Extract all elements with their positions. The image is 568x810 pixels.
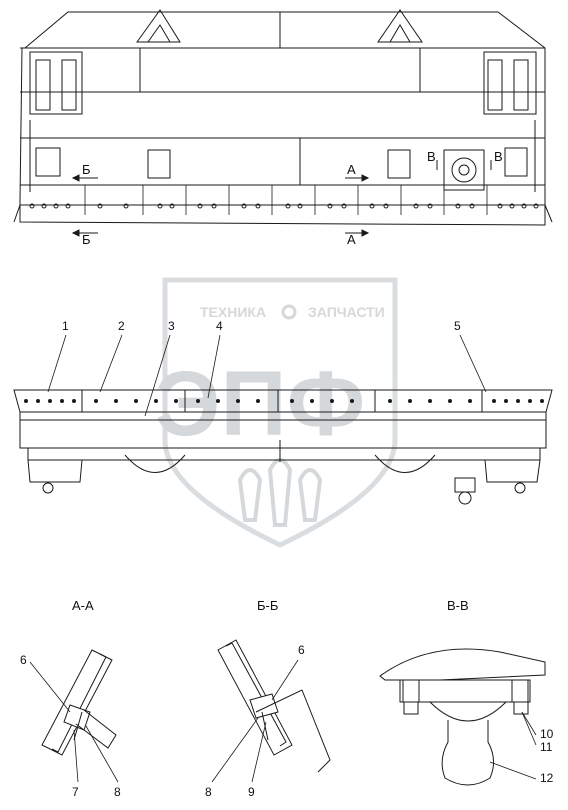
watermark: ТЕХНИКА ЗАПЧАСТИ ЭПФ — [155, 277, 398, 548]
section-bb-title: Б-Б — [257, 598, 278, 613]
callout-3: 3 — [168, 319, 175, 333]
section-mark-b-bottom: Б — [82, 232, 91, 247]
front-view-leaders — [47, 334, 487, 417]
bb-callout-8: 8 — [205, 785, 212, 799]
vv-callout-10: 10 — [540, 727, 554, 741]
callout-1: 1 — [62, 319, 69, 333]
front-view-slots — [24, 399, 544, 403]
section-vv-title: В-В — [447, 598, 469, 613]
section-bb-leaders — [211, 659, 299, 783]
aa-callout-6: 6 — [20, 653, 27, 667]
callout-4: 4 — [216, 319, 223, 333]
aa-callout-8: 8 — [114, 785, 121, 799]
section-aa-leaders — [29, 661, 119, 783]
section-bb-drawing — [217, 639, 331, 773]
top-view — [13, 9, 553, 226]
vv-callout-12: 12 — [540, 771, 554, 785]
top-view-bolts — [29, 203, 539, 209]
aa-callout-7: 7 — [72, 785, 79, 799]
section-aa-drawing — [41, 649, 117, 756]
section-mark-a-top: А — [347, 162, 356, 177]
callout-5: 5 — [454, 319, 461, 333]
watermark-text-1: ТЕХНИКА — [200, 304, 266, 320]
front-view — [13, 389, 553, 505]
callout-2: 2 — [118, 319, 125, 333]
section-vv-leaders — [489, 711, 537, 780]
section-mark-a-bottom: А — [347, 232, 356, 247]
section-mark-v-right: В — [494, 149, 503, 164]
watermark-text-2: ЗАПЧАСТИ — [308, 304, 385, 320]
section-vv-drawing — [379, 648, 546, 786]
section-mark-b-top: Б — [82, 162, 91, 177]
section-aa-title: А-А — [72, 598, 94, 613]
section-mark-v-left: В — [427, 149, 436, 164]
section-markers — [71, 160, 492, 237]
gear-icon — [281, 304, 297, 320]
watermark-logo: ЭПФ — [155, 353, 365, 455]
bb-callout-9: 9 — [248, 785, 255, 799]
vv-callout-11: 11 — [540, 740, 553, 754]
bb-callout-6: 6 — [298, 643, 305, 657]
